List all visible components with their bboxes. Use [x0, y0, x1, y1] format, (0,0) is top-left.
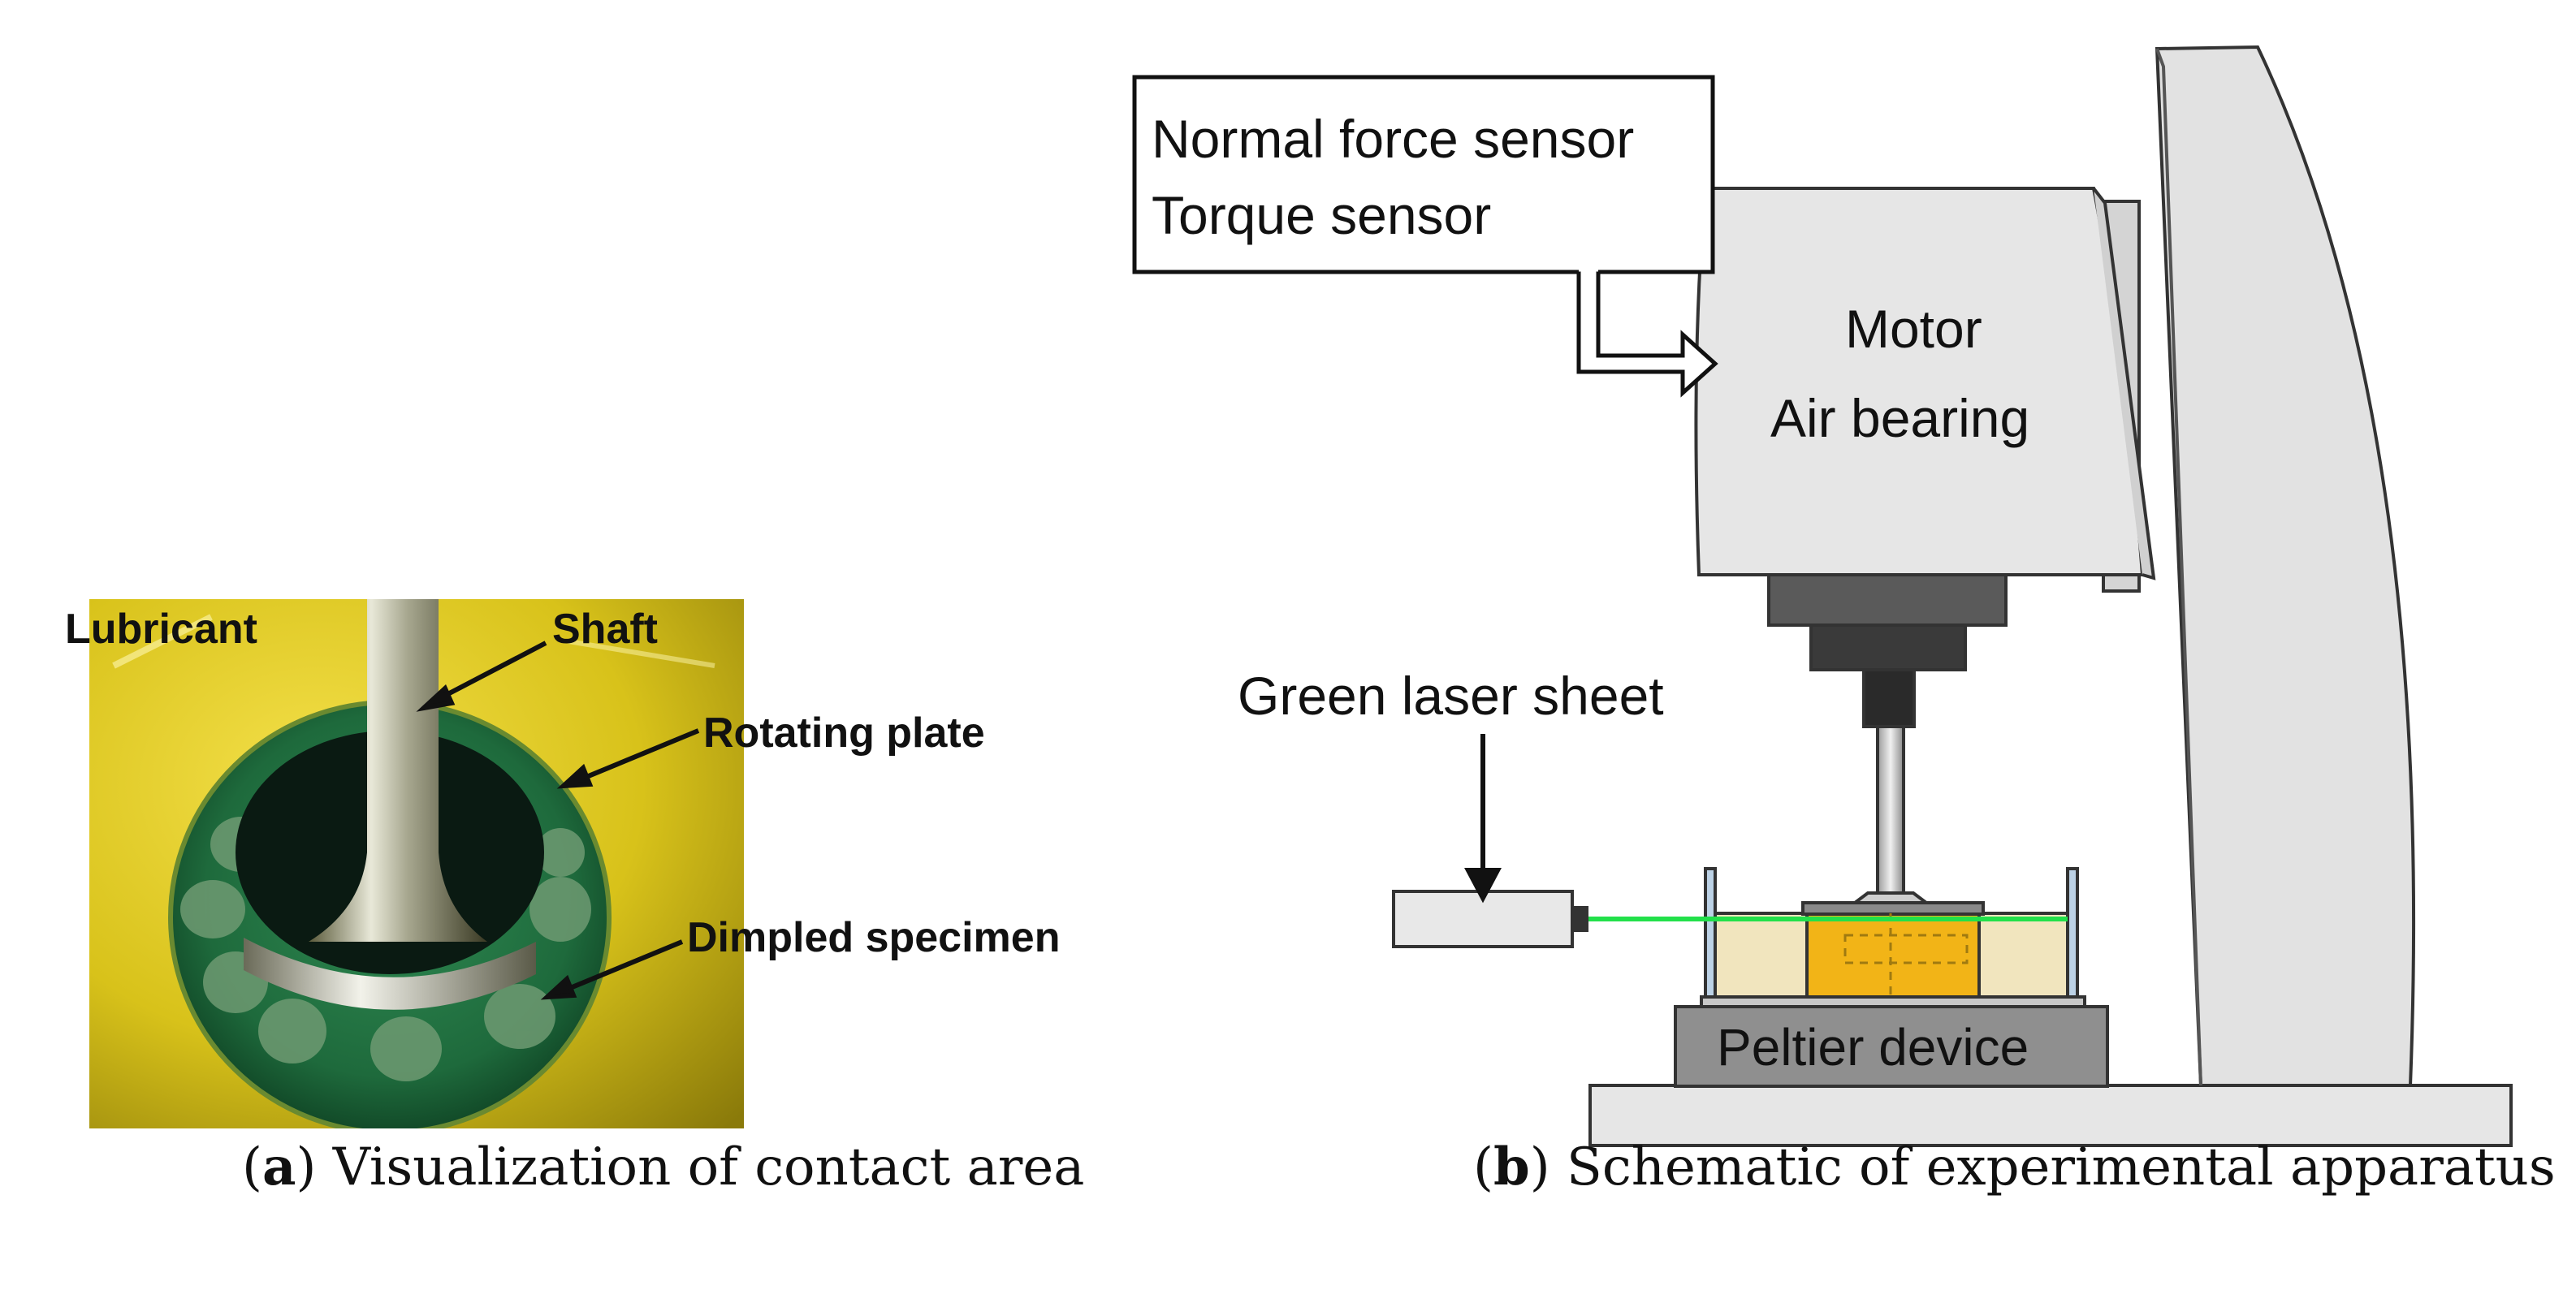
label-lubricant: Lubricant — [65, 606, 257, 653]
label-shaft: Shaft — [552, 606, 658, 653]
caption-b: (b) Schematic of experimental apparatus — [1473, 1137, 2556, 1197]
caption-a: (a) Visualization of contact area — [242, 1137, 1085, 1197]
label-motor: Motor — [1845, 299, 1982, 359]
peltier-block — [1674, 1005, 2109, 1088]
sensor-callout — [1132, 75, 1718, 398]
label-torque-sensor: Torque sensor — [1152, 185, 1491, 245]
caption-a-letter: a — [261, 1137, 296, 1197]
bath-wall-right — [2066, 867, 2079, 1000]
label-rotating-plate: Rotating plate — [703, 710, 985, 757]
spindle-collar — [1809, 623, 1967, 671]
label-air-bearing: Air bearing — [1770, 388, 2029, 448]
photo-arrows — [416, 641, 700, 1000]
ring-shape — [244, 938, 536, 1010]
caption-b-letter: b — [1493, 1137, 1530, 1197]
contact-area-photo — [89, 599, 744, 1128]
label-normal-force-sensor: Normal force sensor — [1152, 109, 1634, 169]
laser-arrow — [1464, 734, 1502, 904]
sensor-callout-arrow — [1576, 270, 1718, 398]
caption-b-text: Schematic of experimental apparatus — [1567, 1137, 2556, 1197]
shaft-shape — [309, 599, 487, 942]
caption-a-text: Visualization of contact area — [332, 1137, 1085, 1197]
motor-lower-block — [1767, 573, 2008, 627]
column-front — [2155, 45, 2416, 1087]
dimpled-specimen-block — [1805, 912, 1981, 1000]
base-plate — [1588, 1084, 2513, 1147]
spindle-coupling — [1862, 668, 1916, 728]
motor-housing — [1694, 187, 2145, 576]
label-green-laser-sheet: Green laser sheet — [1238, 666, 1664, 726]
label-dimpled-specimen: Dimpled specimen — [687, 914, 1060, 961]
sensor-callout-box — [1132, 75, 1715, 274]
label-peltier-device: Peltier device — [1717, 1018, 2029, 1076]
bath-wall-left — [1704, 867, 1717, 1000]
shaft-rod — [1876, 725, 1905, 895]
apparatus-schematic — [1392, 45, 2513, 1147]
